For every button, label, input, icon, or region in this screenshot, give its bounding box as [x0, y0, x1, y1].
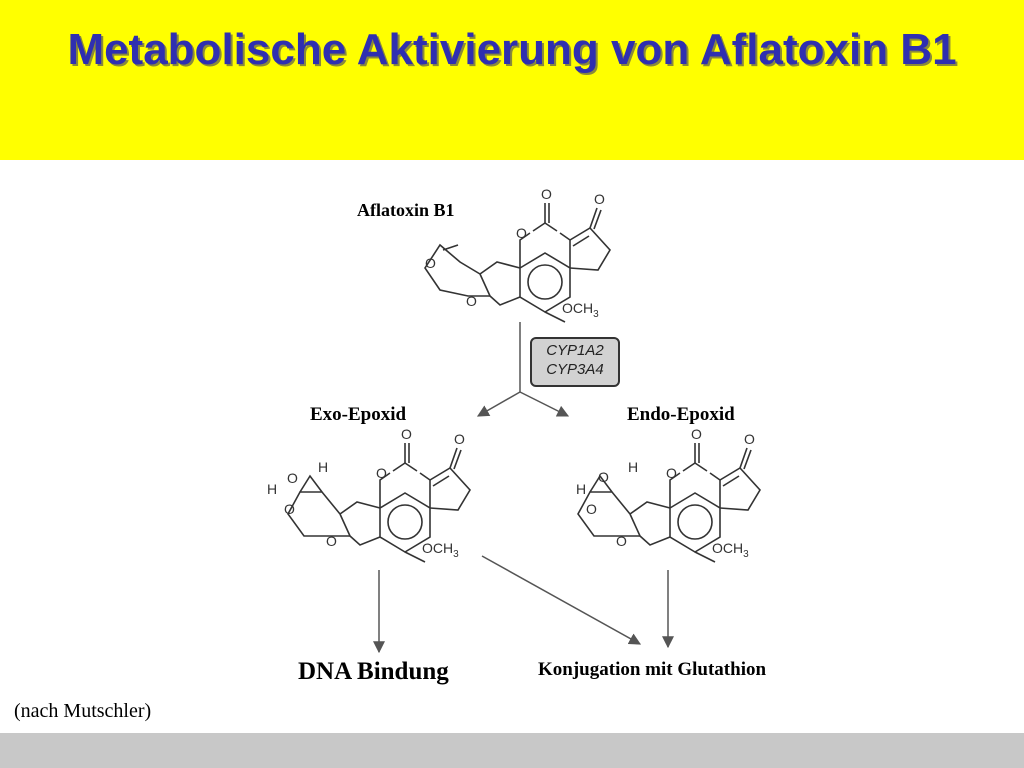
reaction-scheme: O O O O O OCH3 O O O O O O H H OCH3 — [267, 186, 761, 654]
atom-label: O — [691, 426, 702, 442]
atom-label: O — [541, 186, 552, 202]
methoxy-subscript: 3 — [453, 549, 459, 560]
atom-label: O — [326, 533, 337, 549]
title-banner: Metabolische Aktivierung von Aflatoxin B… — [0, 0, 1024, 160]
outcome-glutathion-konjugation: Konjugation mit Glutathion — [538, 659, 767, 680]
atom-label: O — [284, 501, 295, 517]
source-citation: (nach Mutschler) — [14, 700, 152, 722]
compound-label-aflatoxin-b1: Aflatoxin B1 — [357, 200, 455, 220]
atom-label: H — [267, 481, 277, 497]
enzyme-cyp3a4: CYP3A4 — [546, 361, 604, 378]
atom-label: O — [744, 431, 755, 447]
methoxy-text: OCH — [562, 300, 593, 316]
enzyme-cyp1a2: CYP1A2 — [546, 342, 604, 359]
atom-label: H — [318, 459, 328, 475]
atom-label: O — [287, 470, 298, 486]
slide-title: Metabolische Aktivierung von Aflatoxin B… — [67, 25, 957, 74]
atom-label: O — [516, 225, 527, 241]
product-label-endo-epoxid: Endo-Epoxid — [627, 404, 735, 425]
atom-label: O — [666, 465, 677, 481]
methoxy-subscript: 3 — [593, 309, 599, 320]
atom-label: O — [616, 533, 627, 549]
methoxy-label: OCH3 — [562, 300, 599, 320]
methoxy-text: OCH — [712, 540, 743, 556]
methoxy-label: OCH3 — [712, 540, 749, 560]
atom-label: O — [598, 469, 609, 485]
atom-label: O — [586, 501, 597, 517]
footer-bar — [0, 733, 1024, 768]
product-label-exo-epoxid: Exo-Epoxid — [310, 404, 407, 425]
methoxy-text: OCH — [422, 540, 453, 556]
atom-label: H — [576, 481, 586, 497]
atom-label: O — [401, 426, 412, 442]
atom-label: O — [466, 293, 477, 309]
atom-label: H — [628, 459, 638, 475]
atom-label: O — [454, 431, 465, 447]
atom-label: O — [425, 255, 436, 271]
atom-label: O — [594, 191, 605, 207]
enzyme-box: CYP1A2 CYP3A4 — [530, 337, 620, 387]
outcome-dna-bindung: DNA Bindung — [298, 658, 449, 685]
methoxy-label: OCH3 — [422, 540, 459, 560]
methoxy-subscript: 3 — [743, 549, 749, 560]
atom-label: O — [376, 465, 387, 481]
